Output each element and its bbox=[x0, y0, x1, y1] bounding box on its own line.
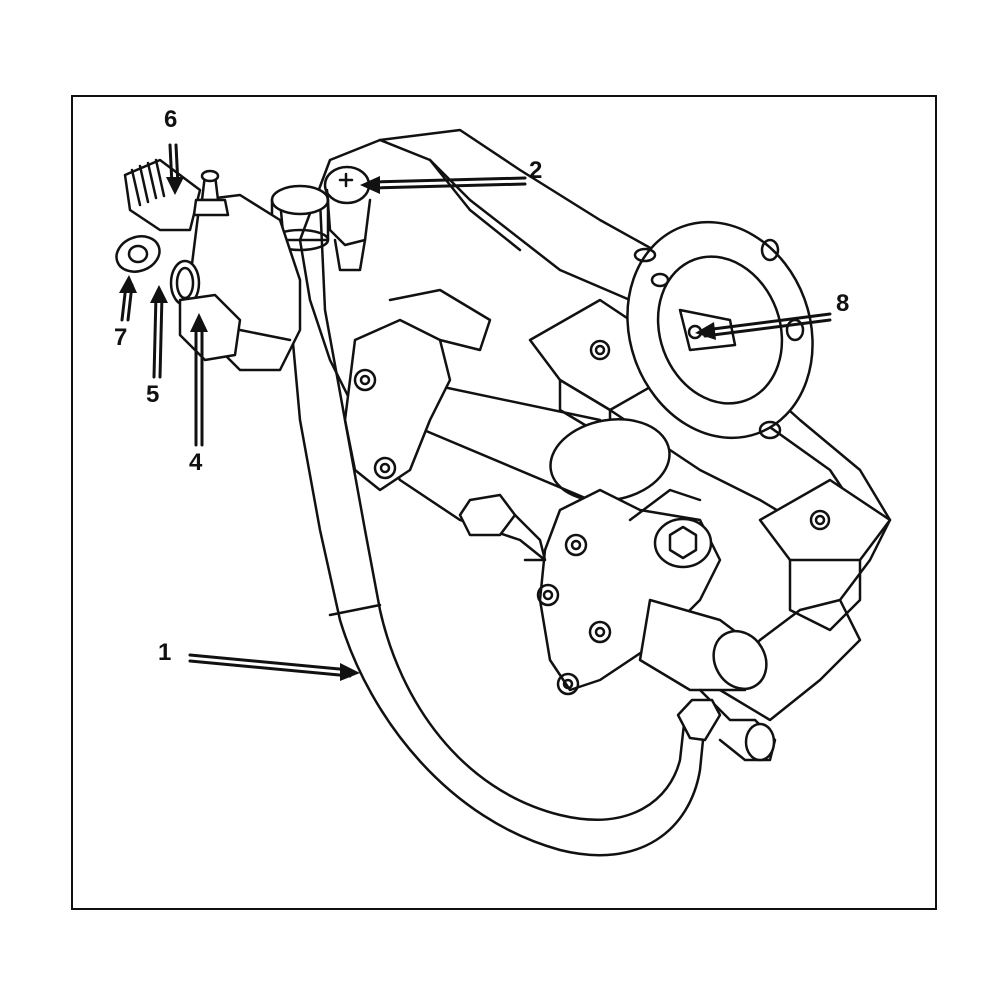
callout-6: 6 bbox=[164, 106, 178, 133]
callout-8: 8 bbox=[836, 290, 850, 317]
hex-plug bbox=[653, 517, 713, 569]
inlet-assembly bbox=[115, 158, 302, 372]
callout-2: 2 bbox=[529, 157, 543, 184]
leader-lines bbox=[119, 143, 832, 681]
callout-4: 4 bbox=[189, 449, 203, 476]
top-fitting bbox=[323, 165, 372, 272]
hose bbox=[270, 184, 722, 857]
callout-7: 7 bbox=[114, 324, 128, 351]
outlet-port bbox=[638, 598, 777, 762]
cylinder-bolt bbox=[458, 493, 547, 562]
figure-frame bbox=[71, 95, 937, 910]
callout-5: 5 bbox=[146, 381, 160, 408]
mounting-flange bbox=[626, 220, 814, 440]
callout-1: 1 bbox=[158, 639, 172, 666]
right-bracket bbox=[758, 478, 892, 632]
